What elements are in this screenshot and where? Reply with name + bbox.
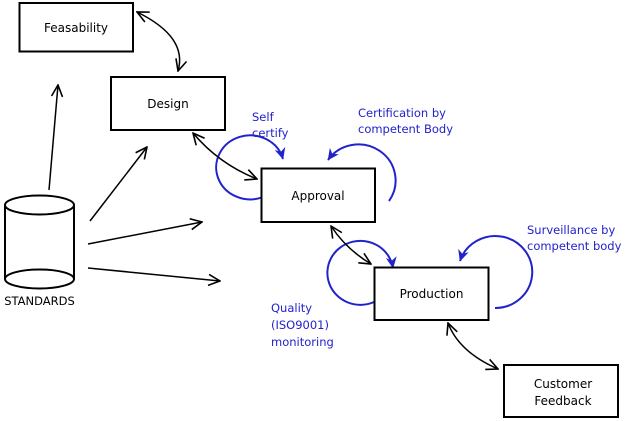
- customer-feedback-box: [503, 364, 619, 418]
- customer-feedback-label-line2: Feedback: [534, 394, 591, 408]
- standards-cylinder: STANDARDS: [4, 194, 75, 308]
- node-approval: Approval: [260, 167, 376, 223]
- annotation-certification: Certification by competent Body: [358, 106, 453, 136]
- standards-label: STANDARDS: [4, 294, 75, 308]
- node-design: Design: [110, 76, 226, 131]
- feasability-box: [18, 2, 134, 53]
- arrow-approval-production: [331, 226, 371, 264]
- node-customer-feedback: Customer Feedback: [503, 364, 619, 418]
- arrow-feasability-design: [137, 12, 180, 71]
- approval-label: Approval: [291, 189, 344, 203]
- node-feasability: Feasability: [18, 2, 134, 53]
- cylinder-body: [4, 205, 75, 279]
- production-box: [373, 266, 490, 321]
- arrow-standards-to-production: [87, 267, 220, 281]
- surveillance-line2: competent body: [527, 239, 622, 253]
- approval-box: [260, 167, 376, 223]
- arrow-standards-to-design: [89, 147, 147, 222]
- annotation-self-certify: Self certify: [252, 110, 289, 140]
- arrow-design-approval: [193, 133, 257, 179]
- quality-line2: (ISO9001): [271, 318, 329, 332]
- annotation-surveillance: Surveillance by competent body: [527, 223, 622, 253]
- arrow-standards-to-approval: [87, 222, 202, 245]
- node-production: Production: [373, 266, 490, 321]
- annotation-quality-monitoring: Quality (ISO9001) monitoring: [271, 301, 334, 349]
- surveillance-line1: Surveillance by: [527, 223, 615, 237]
- design-label: Design: [147, 97, 188, 111]
- loop-certification-arc: [327, 143, 397, 202]
- loop-surveillance-arc: [458, 235, 534, 310]
- arrow-production-customer-feedback: [448, 323, 498, 369]
- certification-line1: Certification by: [358, 106, 446, 120]
- customer-feedback-label-line1: Customer: [534, 377, 592, 391]
- cylinder-bottom-ellipse: [4, 268, 75, 290]
- arrow-standards-to-feasability: [48, 85, 58, 191]
- quality-line3: monitoring: [271, 335, 334, 349]
- production-label: Production: [400, 287, 464, 301]
- design-box: [110, 76, 226, 131]
- quality-line1: Quality: [271, 301, 312, 315]
- self-certify-line1: Self: [252, 110, 275, 124]
- certification-line2: competent Body: [358, 122, 453, 136]
- feasability-label: Feasability: [44, 21, 108, 35]
- cylinder-top-ellipse: [4, 194, 75, 216]
- self-certify-line2: certify: [252, 126, 289, 140]
